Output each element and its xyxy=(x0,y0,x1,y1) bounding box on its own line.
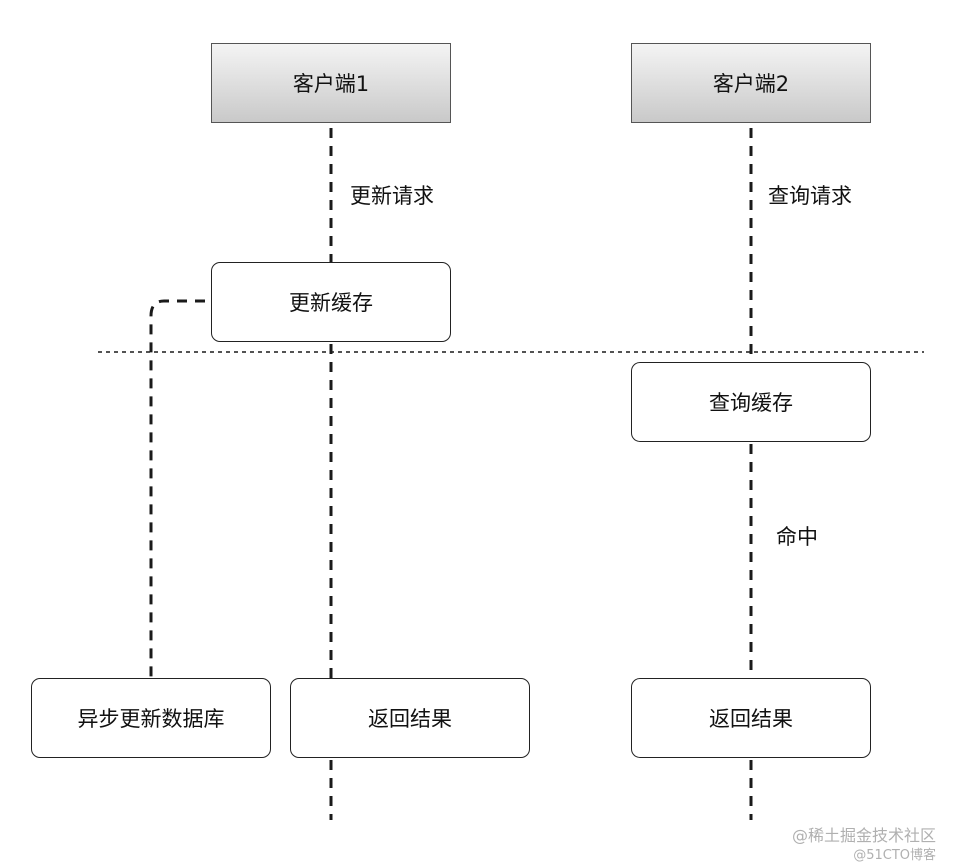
query-cache-box: 查询缓存 xyxy=(631,362,871,442)
update-cache-box: 更新缓存 xyxy=(211,262,451,342)
async-branch-line xyxy=(149,299,205,678)
return-result-1-label: 返回结果 xyxy=(368,707,452,731)
return-result-1-box: 返回结果 xyxy=(290,678,530,758)
async-update-db-label: 异步更新数据库 xyxy=(77,707,225,731)
hit-label: 命中 xyxy=(776,525,818,549)
client2-box: 客户端2 xyxy=(631,43,871,123)
async-update-db-box: 异步更新数据库 xyxy=(31,678,271,758)
client1-box: 客户端1 xyxy=(211,43,451,123)
client2-label: 客户端2 xyxy=(712,72,790,96)
query-request-label: 查询请求 xyxy=(768,184,852,208)
query-cache-label: 查询缓存 xyxy=(709,391,793,415)
update-cache-label: 更新缓存 xyxy=(289,291,373,315)
juejin-watermark: @稀土掘金技术社区 xyxy=(791,826,936,845)
client1-label: 客户端1 xyxy=(292,72,370,96)
update-request-label: 更新请求 xyxy=(350,184,434,208)
return-result-2-label: 返回结果 xyxy=(709,707,793,731)
cto-watermark: @51CTO博客 xyxy=(853,848,936,863)
return-result-2-box: 返回结果 xyxy=(631,678,871,758)
